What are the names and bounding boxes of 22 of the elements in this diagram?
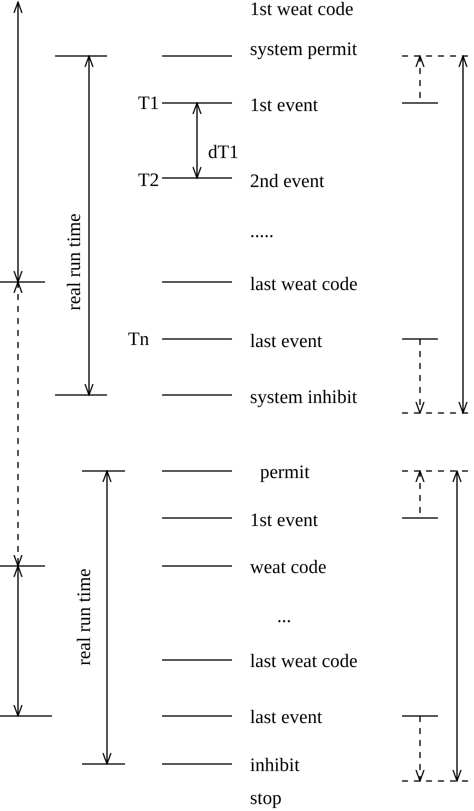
event-label: 1st event xyxy=(250,95,318,117)
ellipsis-label: ..... xyxy=(250,221,274,243)
event-label: permit xyxy=(260,462,310,484)
event-label: 2nd event xyxy=(250,171,324,193)
time-label: T1 xyxy=(138,93,160,115)
event-label: weat code xyxy=(250,557,326,579)
duration-label: real run time xyxy=(74,568,96,666)
duration-label: real run time xyxy=(64,213,86,310)
event-label: system inhibit xyxy=(250,387,358,409)
event-label: last weat code xyxy=(250,274,358,296)
event-label: last event xyxy=(250,707,322,729)
event-label: inhibit xyxy=(250,755,300,777)
event-label: system permit xyxy=(250,39,358,61)
event-label: 1st event xyxy=(250,510,318,532)
event-label: stop xyxy=(250,788,282,810)
time-label: T2 xyxy=(138,170,160,192)
event-label: 1st weat code xyxy=(250,0,354,21)
time-label: Tn xyxy=(128,329,150,351)
time-label: dT1 xyxy=(208,142,239,164)
event-label: last weat code xyxy=(250,651,358,673)
event-label: last event xyxy=(250,331,322,353)
ellipsis-label: ... xyxy=(277,606,292,628)
